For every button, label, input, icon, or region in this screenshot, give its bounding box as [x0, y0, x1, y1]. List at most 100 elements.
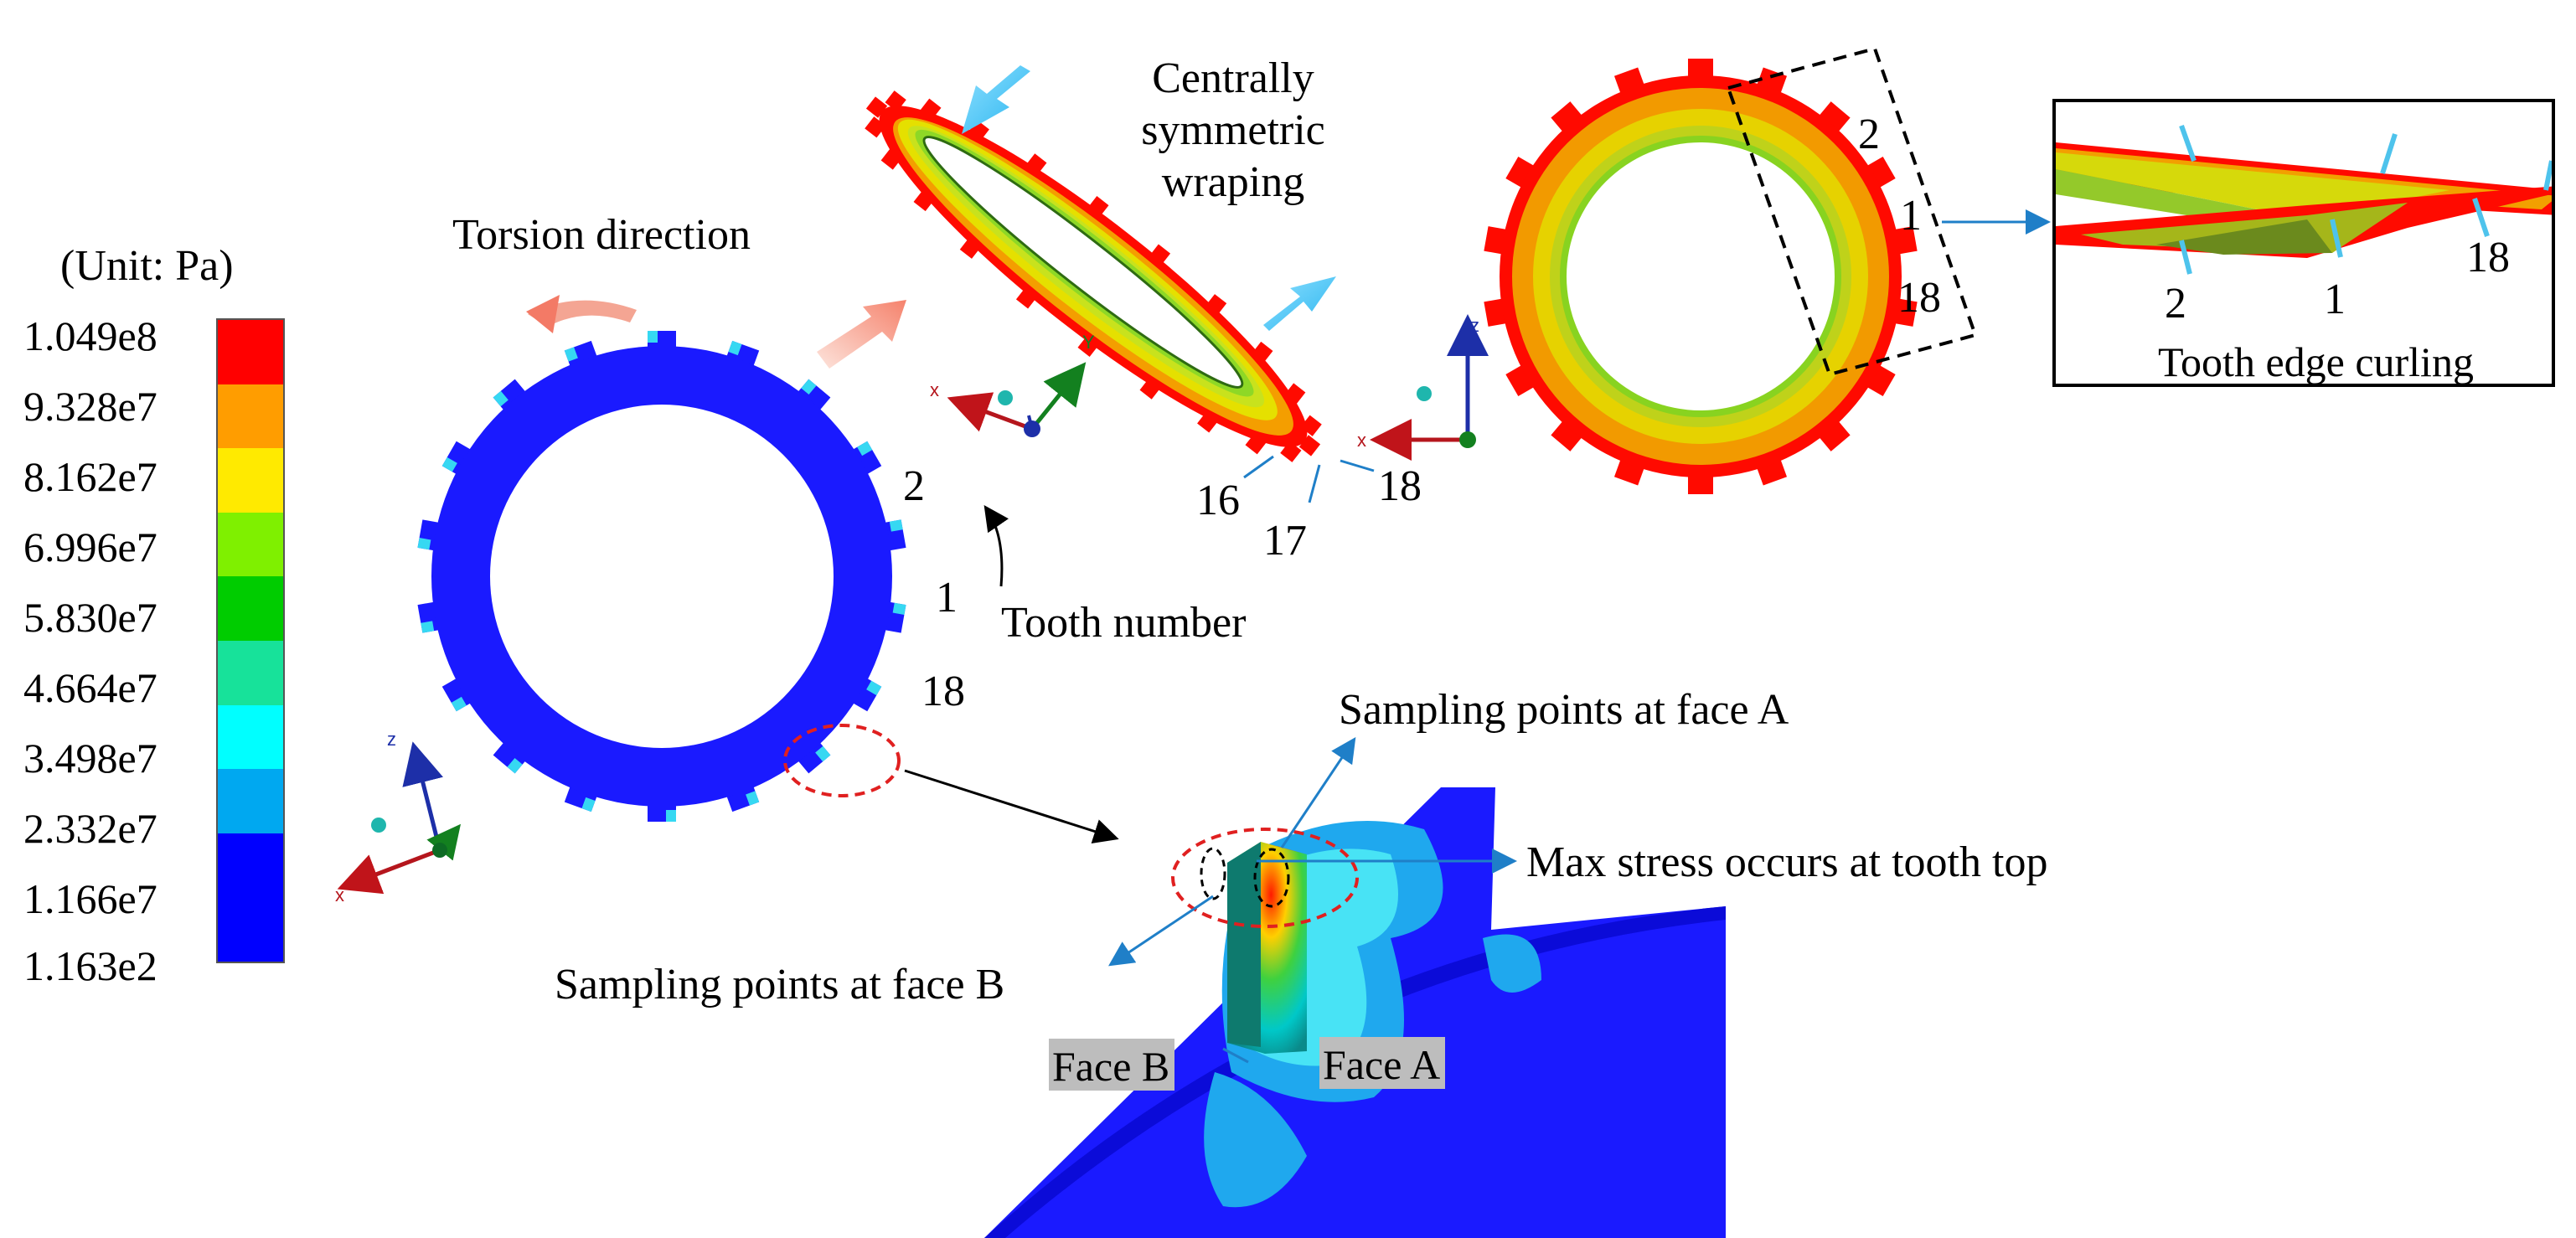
gear-tooth-tip — [441, 457, 457, 472]
gear-tooth-tip — [564, 347, 578, 362]
axis-y-warped: Y — [1082, 332, 1095, 353]
gear-tooth-tip — [493, 390, 508, 407]
axis-x-right: x — [1357, 430, 1366, 451]
zoom-arrow — [904, 769, 1119, 843]
legend-unit-label: (Unit: Pa) — [60, 242, 234, 290]
legend-swatch — [218, 833, 283, 898]
gear-tooth-tip — [866, 680, 882, 696]
legend-value: 3.498e7 — [23, 735, 157, 781]
sampling-ellipse-a — [1253, 848, 1290, 908]
max-stress-label: Max stress occurs at tooth top — [1526, 838, 2048, 886]
inset-caption: Tooth edge curling — [2158, 338, 2474, 385]
gear-tooth — [1252, 341, 1273, 364]
axis-z-right: z — [1470, 315, 1479, 336]
coord-triad-right — [1370, 314, 1489, 461]
legend-value: 2.332e7 — [23, 805, 157, 852]
leader-face-a — [1280, 737, 1356, 849]
legend-value: 1.163e2 — [23, 942, 157, 989]
gear-tooth-tip — [746, 791, 760, 806]
legend-swatch — [218, 769, 283, 833]
gear-tooth-tip — [417, 538, 431, 550]
warped-ring — [865, 90, 1322, 462]
legend-labels: 1.049e8 9.328e7 8.162e7 6.996e7 5.830e7 … — [23, 307, 208, 987]
sampling-face-a-label: Sampling points at face A — [1339, 686, 1789, 734]
gear-tooth — [1865, 364, 1896, 396]
gear-tooth — [1505, 157, 1536, 188]
legend-swatch — [218, 576, 283, 641]
leader-18 — [1340, 459, 1375, 472]
warping-label-line3: wraping — [1161, 158, 1305, 206]
warped-tooth-18: 18 — [1378, 462, 1422, 510]
gear-tooth-tip — [421, 621, 435, 633]
gear-tooth-tip — [666, 810, 676, 822]
legend-swatch — [218, 640, 283, 705]
warped-tooth-17: 17 — [1263, 517, 1307, 565]
main-tooth-1: 1 — [936, 574, 958, 622]
gear-tooth — [1015, 287, 1038, 309]
gear-tooth — [1551, 101, 1583, 133]
axis-z-main: z — [387, 729, 396, 750]
gear-tooth — [920, 98, 942, 120]
main-ring — [417, 331, 906, 822]
transition-arrow — [817, 300, 906, 369]
warped-tooth-16: 16 — [1196, 477, 1240, 524]
inset-panel: 2 1 18 Tooth edge curling — [2052, 99, 2555, 387]
gear-tooth-tip — [507, 757, 523, 774]
gear-tooth — [1298, 435, 1321, 457]
leader-face-b — [1108, 895, 1214, 967]
torsion-direction-arrowhead — [526, 295, 560, 333]
gear-tooth — [1197, 411, 1219, 433]
legend-swatch — [218, 320, 283, 384]
sampling-face-b-label: Sampling points at face B — [555, 961, 1005, 1008]
gear-tooth-tip — [892, 602, 906, 615]
gear-tooth-tip — [728, 340, 742, 356]
highlight-ellipse-main — [783, 724, 901, 797]
legend-swatch — [218, 897, 283, 962]
legend-swatch — [218, 512, 283, 577]
tooth-number-arrow — [983, 505, 1009, 587]
gear-tooth-tip — [801, 379, 817, 395]
face-b-label: Face B — [1049, 1039, 1175, 1091]
gear-tooth — [1025, 153, 1047, 175]
axis-x-main: x — [335, 885, 344, 905]
face-a-label: Face A — [1319, 1037, 1446, 1089]
gear-tooth-tip — [857, 441, 873, 457]
gear-tooth — [1205, 294, 1227, 316]
right-tooth-1: 1 — [1900, 192, 1922, 240]
gear-tooth — [1245, 433, 1267, 455]
right-tooth-18: 18 — [1897, 274, 1941, 322]
tooth-number-label: Tooth number — [1001, 599, 1247, 647]
right-tooth-2: 2 — [1858, 111, 1880, 158]
gear-tooth — [1149, 244, 1171, 266]
inset-tooth-1: 1 — [2324, 276, 2346, 323]
leader-16 — [1243, 455, 1274, 479]
axis-x-warped: x — [930, 379, 939, 400]
gear-tooth — [1818, 101, 1851, 133]
color-legend-bar — [216, 318, 285, 963]
torsion-direction-label: Torsion direction — [452, 211, 751, 259]
sampling-ellipse-b — [1200, 847, 1226, 900]
warping-label-line2: symmetric — [1141, 106, 1325, 154]
gear-tooth-tip — [451, 696, 467, 712]
legend-swatch — [218, 448, 283, 513]
coord-triad-warped — [947, 362, 1087, 437]
legend-value: 9.328e7 — [23, 383, 157, 430]
gear-tooth — [865, 116, 886, 138]
legend-value: 1.049e8 — [23, 312, 157, 359]
legend-value: 4.664e7 — [23, 664, 157, 711]
highlight-ellipse-zoom — [1171, 828, 1359, 928]
gear-tooth — [885, 90, 906, 112]
warp-arrow-top — [962, 65, 1030, 134]
leader-faces — [1222, 1047, 1249, 1064]
gear-tooth — [1284, 383, 1306, 405]
gear-tooth — [1087, 196, 1109, 218]
legend-value: 8.162e7 — [23, 453, 157, 500]
zoomed-tooth-region — [984, 787, 1726, 1238]
gear-tooth-tip — [815, 745, 831, 762]
gear-tooth — [913, 189, 935, 212]
right-ring — [1484, 59, 1918, 494]
warp-arrow-bottom — [1263, 276, 1336, 331]
inset-tooth-2: 2 — [2165, 280, 2186, 328]
